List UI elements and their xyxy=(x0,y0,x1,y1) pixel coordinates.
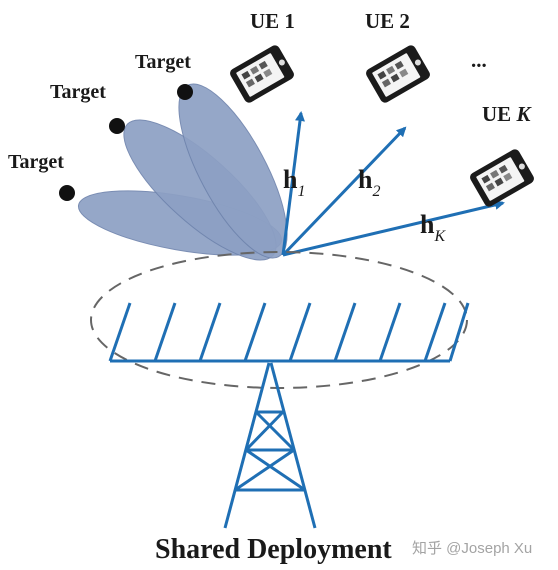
antenna-array xyxy=(90,251,470,389)
ue1-phone-icon xyxy=(230,45,294,103)
diagram-caption: Shared Deployment xyxy=(155,534,392,565)
arrow-to-ue1 xyxy=(281,111,305,256)
targets: Target Target Target xyxy=(8,51,193,201)
ue2-label: UE 2 xyxy=(365,9,410,33)
target-label-2: Target xyxy=(50,81,106,103)
ue-labels: UE 1 UE 2 ... UE K xyxy=(250,9,532,126)
channel-label-h1: h1 xyxy=(283,165,305,200)
antenna-elements xyxy=(108,302,470,362)
arrow-to-ue2 xyxy=(281,126,407,257)
target-label-1: Target xyxy=(8,151,64,173)
ue-ellipsis: ... xyxy=(471,48,487,72)
ueK-label: UE K xyxy=(482,102,532,126)
channel-arrows xyxy=(281,111,505,257)
target-label-3: Target xyxy=(135,51,191,73)
target-dot-1 xyxy=(59,185,75,201)
ueK-phone-icon xyxy=(470,149,534,207)
channel-labels: h1 h2 hK xyxy=(283,165,446,245)
base-station-tower xyxy=(223,362,317,529)
ue1-label: UE 1 xyxy=(250,9,295,33)
coverage-ellipse xyxy=(90,251,468,389)
channel-label-h2: h2 xyxy=(358,165,380,200)
sensing-beams xyxy=(77,83,288,261)
channel-label-hK: hK xyxy=(420,210,446,245)
arrow-to-ueK xyxy=(282,199,505,257)
ue2-phone-icon xyxy=(366,45,430,103)
target-dot-3 xyxy=(177,84,193,100)
target-dot-2 xyxy=(109,118,125,134)
watermark: 知乎 @Joseph Xu xyxy=(412,540,532,557)
